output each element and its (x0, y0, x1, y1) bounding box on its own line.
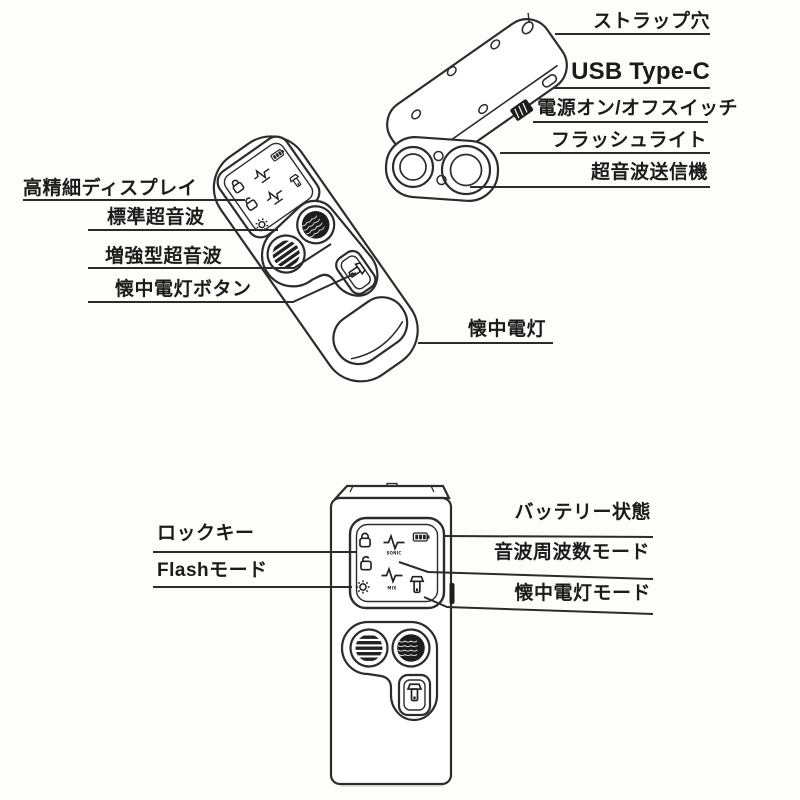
leader-flashlight-mode (423, 596, 654, 615)
leader-battery-status (442, 535, 654, 538)
screen-mix-label: MIX (387, 586, 396, 591)
ultrasonic-transmitter-art (440, 144, 492, 196)
flashlight-lens-opening (332, 296, 409, 366)
label-flash-mode: Flashモード (157, 560, 268, 581)
usb-port-art (541, 74, 558, 88)
leader-enhanced-ultrasonic (88, 243, 332, 269)
label-flashlight-mode: 懐中電灯モード (514, 583, 651, 604)
flashlight-button-art (397, 673, 432, 717)
enhanced-ultrasonic-speaker (391, 628, 431, 668)
label-transmitter: 超音波送信機 (590, 162, 708, 183)
angled-front-device (212, 135, 419, 383)
label-battery-status: バッテリー状態 (514, 502, 651, 523)
flashlight-button-art (335, 249, 377, 295)
label-usb-type-c: USB Type-C (571, 58, 710, 85)
flashlight-lens-art (391, 145, 435, 189)
label-lock-key: ロックキー (157, 523, 255, 544)
rear-view-device (384, 12, 568, 202)
leader-sonic-mode (398, 561, 654, 580)
power-switch-art (510, 99, 534, 121)
front-view-device: SONIC MIX (329, 482, 455, 787)
label-strap-hole: ストラップ穴 (592, 11, 710, 32)
label-flashlight-side: フラッシュライト (550, 130, 707, 151)
label-hd-display: 高精細ディスプレイ (23, 178, 198, 199)
label-enhanced-ultrasonic: 増強型超音波 (105, 246, 223, 267)
label-sonic-mode: 音波周波数モード (493, 542, 650, 563)
strap-hole-art (521, 12, 534, 35)
lens-assembly-art (384, 136, 500, 202)
label-power-switch: 電源オン/オフスイッチ (537, 98, 738, 119)
standard-ultrasonic-speaker (351, 630, 388, 667)
front-display-art: SONIC MIX (348, 516, 446, 610)
leader-flashlight-button (88, 272, 357, 303)
screen-sonic-label: SONIC (386, 551, 401, 556)
side-switch-art (449, 583, 455, 604)
top-face-art (333, 482, 451, 500)
label-flashlight-button: 懐中電灯ボタン (115, 279, 252, 300)
label-standard-ultrasonic: 標準超音波 (107, 207, 205, 228)
speaker-hole-dots (411, 39, 501, 120)
leader-lines (23, 33, 710, 615)
label-flashlight-lens: 懐中電灯 (468, 319, 547, 340)
